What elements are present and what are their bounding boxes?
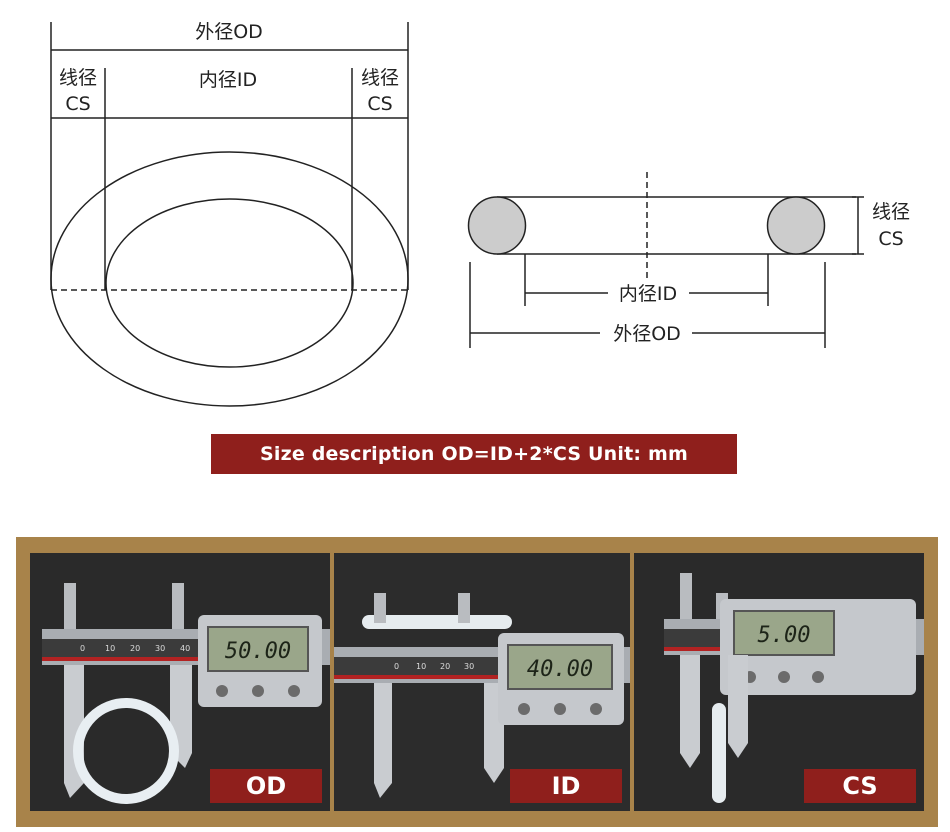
photo-id-measurement: 0 10 20 30 40.00 ID [334,553,630,811]
svg-text:20: 20 [440,662,450,671]
id-lcd-reading: 40.00 [527,657,593,682]
cross-section-cs-line1: 线径 [872,201,910,223]
size-description-text: Size description OD=ID+2*CS Unit: mm [259,443,688,465]
ring-inner-edge [105,198,354,368]
od-label: 外径OD [195,21,263,43]
cross-section-left [467,196,527,255]
o-ring-dimension-diagram: 外径OD 线径 CS 内径ID 线径 CS 线径 CS 内径ID 外径OD [50,21,911,407]
ring-top-view [50,22,409,407]
svg-text:0: 0 [80,644,85,653]
od-tag-text: OD [245,772,287,800]
cs-lcd-reading: 5.00 [758,623,811,648]
od-lcd-reading: 50.00 [225,639,291,664]
cs-label-left-line1: 线径 [59,67,97,89]
caliper-illustration: 5.00 [634,553,924,811]
size-description-banner: Size description OD=ID+2*CS Unit: mm [211,434,737,474]
od-label-tag: OD [210,769,322,803]
svg-text:30: 30 [464,662,474,671]
id-tag-text: ID [551,772,581,800]
cross-section-od-label: 外径OD [613,323,681,345]
svg-text:20: 20 [130,644,140,653]
cross-section-id-label: 内径ID [619,283,677,305]
caliper-illustration: 0 10 20 30 40 50.00 [30,553,330,811]
svg-text:0: 0 [394,662,399,671]
id-label-tag: ID [510,769,622,803]
svg-text:10: 10 [105,644,115,653]
cs-label-left-line2: CS [65,93,90,115]
svg-text:30: 30 [155,644,165,653]
photo-cs-measurement: 5.00 CS [634,553,924,811]
cs-label-tag: CS [804,769,916,803]
cs-label-right-line2: CS [367,93,392,115]
ring-cross-section [467,172,864,348]
cs-label-right-line1: 线径 [361,67,399,89]
caliper-illustration: 0 10 20 30 40.00 [334,553,630,811]
cross-section-cs-line2: CS [878,228,903,250]
id-label: 内径ID [199,69,257,91]
cs-tag-text: CS [842,772,878,800]
measurement-photo-strip: 0 10 20 30 40 50.00 OD 0 10 20 30 [16,537,938,827]
svg-text:40: 40 [180,644,190,653]
ring-outer-edge [50,151,409,407]
cross-section-right [766,196,826,255]
svg-text:10: 10 [416,662,426,671]
photo-od-measurement: 0 10 20 30 40 50.00 OD [30,553,330,811]
